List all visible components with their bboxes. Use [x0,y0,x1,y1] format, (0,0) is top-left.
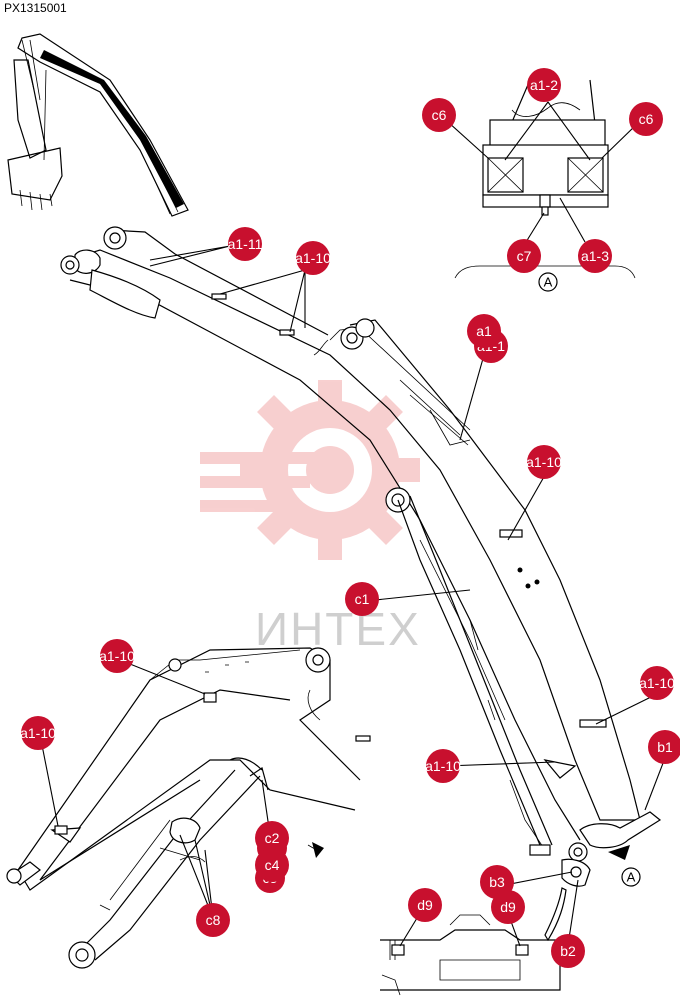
callout-d9-left: d9 [408,888,442,922]
arrow-view-a-label: A [627,870,636,885]
callout-c8: c8 [196,903,230,937]
svg-text:d9: d9 [500,899,516,915]
svg-text:c6: c6 [432,107,447,123]
main-callout-lines [149,245,666,946]
callout-a1-11: a1-11 [228,227,263,261]
callout-a1-10-top: a1-10 [295,241,331,275]
svg-text:a1-10: a1-10 [425,758,461,774]
callout-a1-10-right: a1-10 [526,445,562,479]
svg-text:c7: c7 [517,248,532,264]
svg-text:a1-2: a1-2 [530,77,558,93]
callout-c4: c4 [255,848,289,882]
callout-b1: b1 [648,730,680,764]
callout-d9-right: d9 [491,890,525,924]
callout-a1-10-mid: a1-10 [425,749,461,783]
svg-text:c4: c4 [265,857,280,873]
svg-text:c2: c2 [265,830,280,846]
excavator-thumbnail [7,33,189,217]
svg-text:a1-10: a1-10 [639,675,675,691]
svg-text:a1-10: a1-10 [99,648,135,664]
callout-a1-3: a1-3 [578,239,612,273]
svg-text:a1-11: a1-11 [228,236,263,252]
svg-text:b1: b1 [657,739,673,755]
svg-text:a1: a1 [476,323,492,339]
watermark-text: ИНТЕХ [255,603,421,655]
svg-text:d9: d9 [417,897,433,913]
figure-code: PX1315001 [4,1,67,15]
svg-text:a1-10: a1-10 [20,725,56,741]
callout-a1-2: a1-2 [527,68,561,102]
svg-text:a1-10: a1-10 [295,250,331,266]
callout-c7: c7 [507,239,541,273]
callout-c6-right: c6 [629,102,663,136]
svg-text:a1-10: a1-10 [526,454,562,470]
arm-assembly: A [60,226,662,942]
svg-text:b3: b3 [489,874,505,890]
callout-c6-left: c6 [422,98,456,132]
callout-a1: a1 [467,314,501,348]
callout-a1-10-inset-top: a1-10 [99,639,135,673]
callout-c2: c2 [255,821,289,855]
callout-a1-10-lower-right: a1-10 [639,666,675,700]
svg-text:c6: c6 [639,111,654,127]
callout-b2: b2 [551,934,585,968]
view-a-label: A [544,275,553,290]
svg-text:c1: c1 [355,591,370,607]
inset-hinge-section [380,904,561,996]
inset-arm-detail [6,647,371,969]
svg-text:a1-3: a1-3 [581,248,609,264]
detail-view-a: A [447,79,637,292]
svg-text:b2: b2 [560,943,576,959]
svg-text:c8: c8 [206,912,221,928]
callout-a1-10-inset-left: a1-10 [20,716,56,750]
callout-c1: c1 [345,582,379,616]
